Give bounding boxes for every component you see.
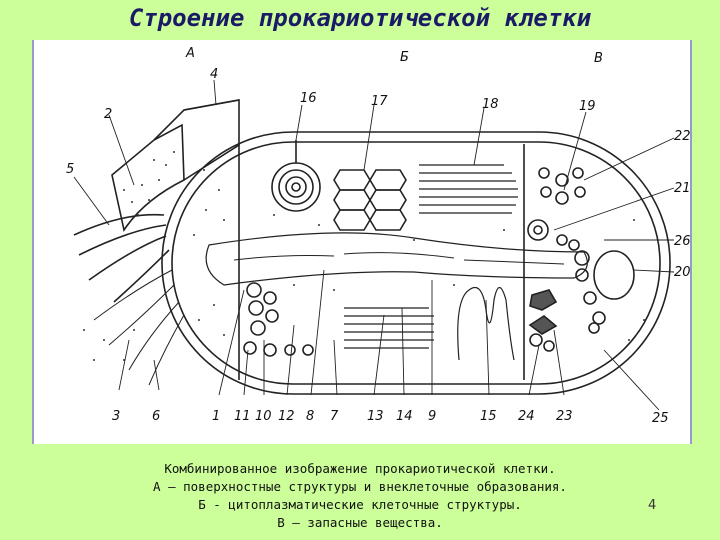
polyphosphate-granule	[529, 289, 558, 311]
label-13: 13	[367, 409, 384, 424]
label-15: 15	[480, 409, 497, 424]
pilus	[148, 314, 185, 386]
caption-line-2: А – поверхностные структуры и внеклеточн…	[153, 479, 567, 494]
flagellum	[73, 213, 165, 236]
nucleoid	[205, 232, 588, 286]
section-label-a: А	[185, 46, 195, 61]
label-9: 9	[428, 409, 436, 424]
label-18: 18	[482, 97, 499, 112]
label-3: 3	[112, 409, 120, 424]
flagellum	[88, 235, 167, 281]
label-12: 12	[278, 409, 295, 424]
label-25: 25	[652, 411, 669, 426]
page-number: 4	[648, 498, 657, 513]
surface-layer	[153, 99, 240, 181]
label-22: 22	[674, 129, 690, 144]
label-24: 24	[518, 409, 535, 424]
label-23: 23	[556, 409, 573, 424]
label-26: 26	[674, 234, 690, 249]
storage-granules-right	[527, 167, 635, 352]
label-4: 4	[210, 67, 218, 82]
label-7: 7	[330, 409, 339, 424]
cell-diagram-svg: А Б В 4 2 5 16 17 18 19 22 21 26 20 3 6 …	[66, 46, 690, 426]
pilus	[108, 284, 175, 346]
thylakoids	[333, 169, 407, 231]
caption-line-1: Комбинированное изображение прокариотиче…	[164, 461, 556, 476]
lamellar-membranes-lower	[344, 307, 434, 349]
label-2: 2	[104, 107, 112, 122]
lamellar-membranes	[419, 164, 518, 214]
label-10: 10	[255, 409, 272, 424]
label-14: 14	[396, 409, 413, 424]
flagellum	[113, 249, 170, 303]
capsule	[111, 123, 185, 233]
section-label-c: В	[594, 51, 603, 66]
section-label-b: Б	[400, 50, 409, 65]
cell-wall	[161, 131, 671, 395]
caption-line-4: В – запасные вещества.	[277, 515, 443, 530]
pilus	[93, 269, 173, 321]
caption-line-3: Б - цитоплазматические клеточные структу…	[198, 497, 522, 512]
cell-membrane	[171, 141, 661, 385]
label-19: 19	[579, 99, 596, 114]
figure-caption: Комбинированное изображение прокариотиче…	[110, 460, 610, 532]
intracytoplasmic-membrane	[457, 286, 515, 361]
label-5: 5	[66, 162, 74, 177]
polyphosphate-granule	[528, 315, 558, 335]
slide-title: Строение прокариотической клетки	[128, 4, 592, 32]
storage-granules-left	[243, 282, 314, 357]
pilus	[128, 301, 180, 371]
label-8: 8	[306, 409, 314, 424]
label-1: 1	[212, 409, 220, 424]
label-21: 21	[674, 181, 690, 196]
label-17: 17	[371, 94, 388, 109]
ribosome-dots	[83, 151, 645, 361]
label-6: 6	[152, 409, 160, 424]
label-16: 16	[300, 91, 317, 106]
leader-lines	[73, 79, 675, 411]
cell-diagram: А Б В 4 2 5 16 17 18 19 22 21 26 20 3 6 …	[32, 40, 692, 444]
flagellum	[78, 224, 167, 256]
label-11: 11	[234, 409, 251, 424]
mesosome	[271, 140, 321, 212]
label-20: 20	[674, 265, 690, 280]
